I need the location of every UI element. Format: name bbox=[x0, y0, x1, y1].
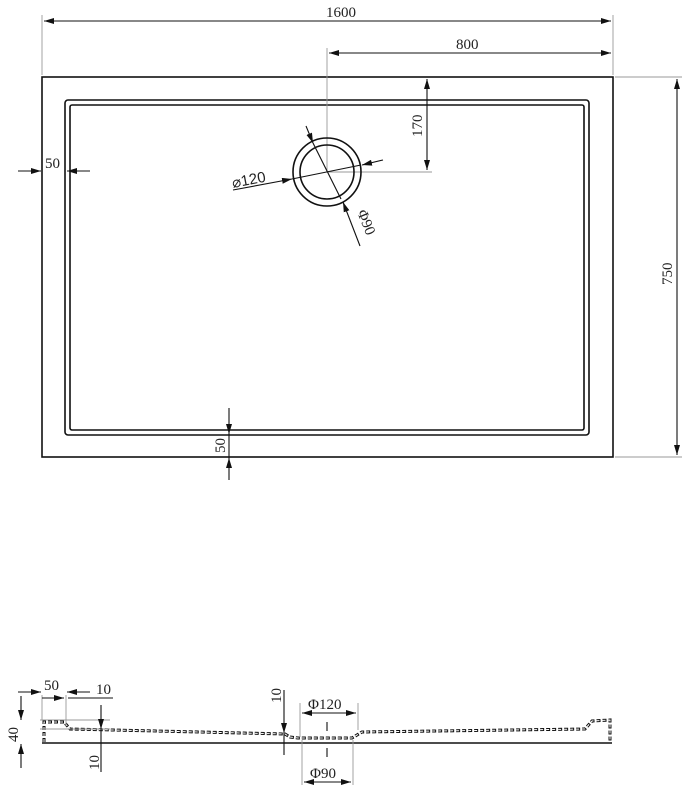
dimension-half-width-label: 800 bbox=[456, 37, 479, 53]
drain-inner-circle bbox=[299, 144, 355, 200]
dimension-drain-offset-label: 170 bbox=[410, 115, 426, 138]
plan-view: 1600 800 750 170 50 50 ⌀120 Φ90 bbox=[18, 5, 682, 480]
section-height-label: 40 bbox=[6, 727, 22, 742]
section-view: 50 10 40 10 10 Φ120 Φ90 bbox=[6, 678, 612, 785]
section-step-width-label: 10 bbox=[96, 682, 111, 698]
section-drain-outer-label: Φ120 bbox=[308, 697, 341, 713]
dimension-width-label: 1600 bbox=[326, 5, 356, 21]
drain-outer-diameter-label: ⌀120 bbox=[231, 169, 268, 192]
drain-outer-circle bbox=[292, 137, 362, 207]
dimension-rim-bottom-label: 50 bbox=[213, 438, 229, 453]
dimension-depth-label: 750 bbox=[660, 263, 676, 286]
section-drain-inner-label: Φ90 bbox=[310, 766, 336, 782]
dimension-rim-left-label: 50 bbox=[45, 156, 60, 172]
drain-inner-diameter-label: Φ90 bbox=[353, 208, 378, 238]
section-drain-step-label: 10 bbox=[269, 688, 285, 703]
tray-outline bbox=[41, 76, 614, 458]
section-base-thickness-label: 10 bbox=[87, 755, 103, 770]
section-rim-width-label: 50 bbox=[44, 678, 59, 694]
